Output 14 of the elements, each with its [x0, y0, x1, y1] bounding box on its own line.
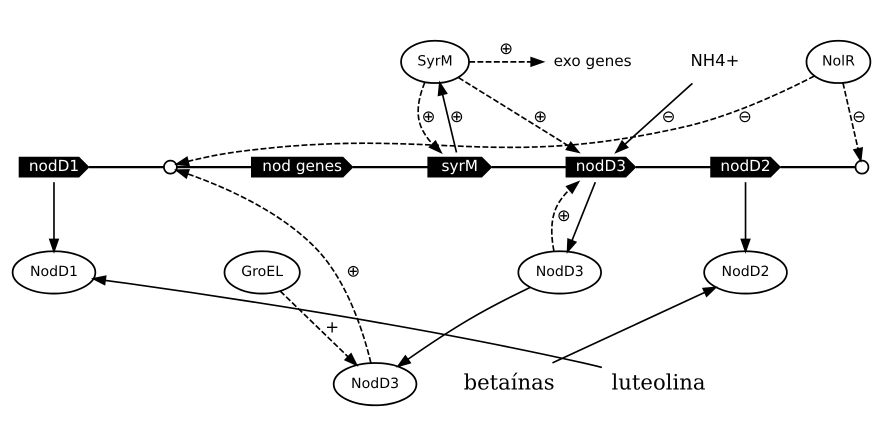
edge-label: +: [325, 318, 340, 337]
node-text: luteolina: [612, 369, 706, 394]
edge-label: ⊖: [662, 107, 676, 126]
node-text: betaínas: [464, 369, 555, 394]
edge-label: ⊕: [533, 107, 548, 126]
node-text: exo genes: [554, 52, 632, 70]
edge-label: ⊕: [499, 38, 514, 58]
edge-label: ⊕: [346, 262, 360, 281]
edge-label: ⊕: [422, 107, 436, 126]
edge-label: ⊕: [556, 206, 571, 225]
edge-label: ⊕: [450, 107, 464, 126]
edge-label: ⊖: [738, 107, 752, 126]
edge-label: ⊖: [852, 107, 866, 126]
node-text: NH4+: [690, 51, 740, 70]
